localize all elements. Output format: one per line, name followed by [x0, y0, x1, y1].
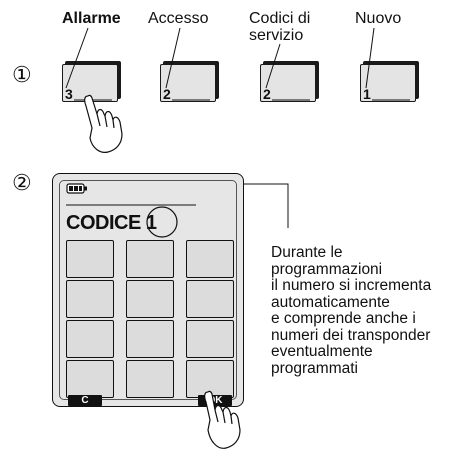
- note-line: programmati: [271, 359, 358, 377]
- code-display: CODICE 1: [66, 212, 157, 235]
- note-callout-line: [235, 183, 289, 228]
- ok-button[interactable]: OK: [198, 395, 232, 406]
- keycap-nuovo[interactable]: 1: [360, 61, 419, 102]
- leader-allarme: [65, 27, 89, 89]
- keypad-button[interactable]: [126, 320, 174, 358]
- pointing-hand-icon: [84, 94, 123, 153]
- code-number-highlight-circle: [146, 206, 178, 238]
- battery-icon: [66, 183, 87, 194]
- note-line: programmazioni: [271, 260, 383, 278]
- keypad-button[interactable]: [66, 280, 114, 318]
- leader-codici: [265, 43, 281, 89]
- keycap-allarme-count: 3: [65, 86, 73, 102]
- label-codici-di-servizio-line2: servizio: [249, 27, 304, 44]
- leader-accesso: [165, 27, 181, 89]
- keypad-button[interactable]: [66, 240, 114, 278]
- pointing-hand-icon: [204, 390, 241, 449]
- code-number: 1: [145, 212, 157, 234]
- keycap-accesso[interactable]: 2: [160, 61, 219, 102]
- keypad-button[interactable]: [186, 320, 234, 358]
- programming-note: Durante le programmazioni il numero si i…: [271, 244, 475, 377]
- note-line: automaticamente: [271, 293, 390, 311]
- note-line: il numero si incrementa: [271, 277, 432, 294]
- keypad-button[interactable]: [126, 360, 174, 398]
- label-nuovo: Nuovo: [355, 10, 402, 27]
- keypad-button[interactable]: [66, 320, 114, 358]
- keycap-codici-servizio-count: 2: [263, 86, 271, 102]
- code-label: CODICE: [66, 212, 141, 234]
- keypad-button[interactable]: [126, 280, 174, 318]
- keypad-button[interactable]: [186, 280, 234, 318]
- label-allarme: Allarme: [62, 10, 121, 27]
- label-accesso: Accesso: [148, 10, 209, 27]
- step-1-marker: ①: [12, 62, 32, 87]
- note-line: Durante le: [271, 244, 343, 261]
- note-line: numeri dei transponder: [271, 326, 431, 344]
- label-codici-di-servizio-line1: Codici di: [249, 10, 311, 27]
- note-line: e comprende anche i: [271, 310, 416, 327]
- keypad-button[interactable]: [126, 240, 174, 278]
- keypad-button[interactable]: [186, 360, 234, 398]
- leader-nuovo: [365, 27, 375, 89]
- keypad-button[interactable]: [186, 240, 234, 278]
- note-line: eventualmente: [271, 343, 373, 360]
- keycap-accesso-count: 2: [163, 86, 171, 102]
- clear-button[interactable]: C: [68, 395, 102, 406]
- keycap-nuovo-count: 1: [363, 86, 371, 102]
- step-2-marker: ②: [12, 170, 32, 195]
- keypad-button[interactable]: [66, 360, 114, 398]
